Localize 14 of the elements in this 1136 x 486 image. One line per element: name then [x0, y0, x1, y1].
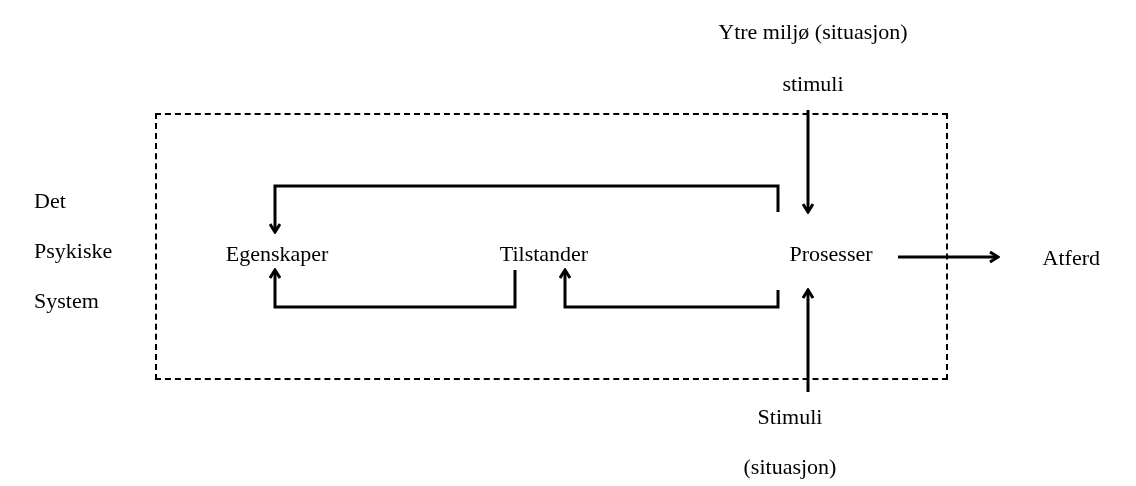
arrow: [268, 268, 517, 309]
concept-label: Ytre miljø (situasjon) stimuli: [698, 6, 928, 110]
concept-label: Prosesser: [762, 214, 900, 292]
system-label: Det Psykiske System: [34, 187, 114, 315]
concept-label: Tilstander: [474, 234, 614, 272]
arrow: [801, 110, 815, 214]
concept-label: Egenskaper: [197, 234, 357, 272]
arrow: [801, 288, 815, 392]
concept-label: Stimuli (situasjon): [720, 392, 860, 486]
arrow: [558, 268, 780, 309]
arrow: [268, 184, 780, 234]
concept-label: Atferd: [998, 236, 1108, 278]
arrow: [898, 250, 1000, 264]
dashed-system-boundary: [155, 113, 948, 380]
